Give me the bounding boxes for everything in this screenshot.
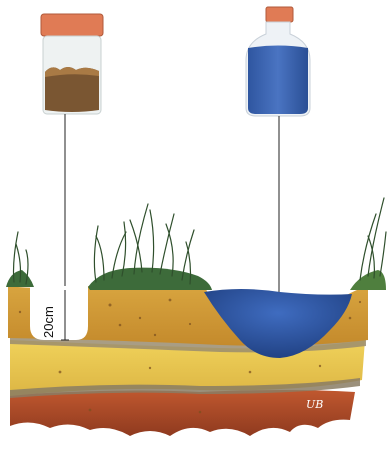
- clay-layer: [10, 390, 355, 436]
- jar-lid: [41, 14, 103, 36]
- artist-signature: UB: [306, 398, 323, 411]
- grass-blades: [14, 198, 387, 284]
- bottle-water: [248, 46, 308, 115]
- soil-sample-jar: [41, 14, 103, 114]
- bottle-cap: [266, 7, 293, 22]
- grass-middle: [88, 268, 212, 290]
- soil-cross-section: 20cm UB: [6, 198, 386, 436]
- depth-label: 20cm: [41, 306, 56, 338]
- sampling-hole: [30, 286, 88, 340]
- water-sample-bottle: [246, 7, 310, 116]
